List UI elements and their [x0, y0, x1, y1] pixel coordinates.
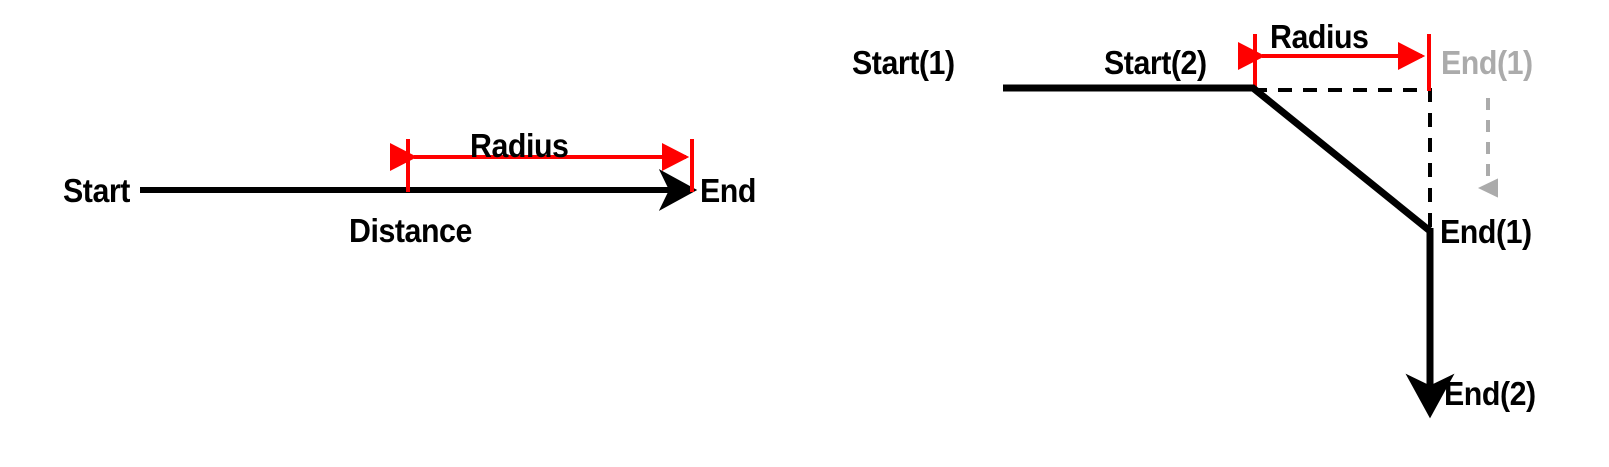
left-radius-label: Radius	[470, 127, 569, 164]
right-end1-ghost-label: End(1)	[1441, 44, 1533, 81]
left-start-label: Start	[63, 172, 130, 209]
right-start1-label: Start(1)	[852, 44, 955, 81]
polyline-segment1-and-fillet	[1003, 84, 1433, 234]
right-end1-label: End(1)	[1440, 213, 1532, 250]
left-end-label: End	[700, 172, 756, 209]
right-start2-label: Start(2)	[1104, 44, 1207, 81]
right-end2-label: End(2)	[1444, 375, 1536, 412]
left-diagram-group	[140, 139, 698, 211]
right-radius-label: Radius	[1270, 18, 1369, 55]
right-diagram-group	[1003, 34, 1498, 419]
left-distance-label: Distance	[349, 212, 472, 249]
